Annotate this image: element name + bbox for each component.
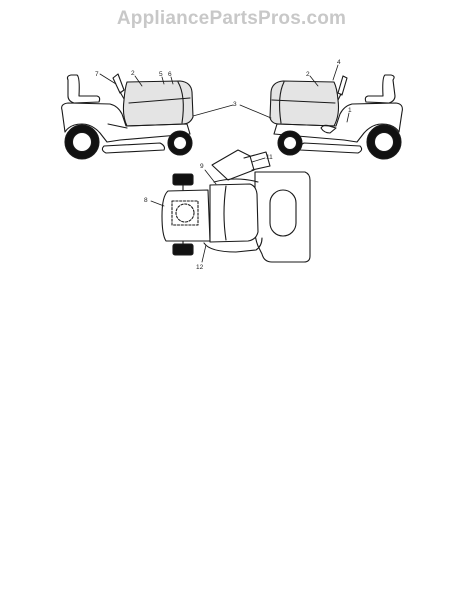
callout-4: 4 [337,59,341,66]
right-body [273,102,403,143]
callout-5: 5 [159,71,163,78]
callout-6: 6 [168,71,172,78]
callout-9: 9 [200,163,204,170]
callout-8: 8 [144,197,148,204]
leader-lines [99,64,350,263]
right-mower-deck [298,142,363,154]
callout-1: 1 [348,107,352,114]
right-seat [364,74,396,104]
top-seat [211,149,255,181]
callout-2-left: 2 [131,70,135,77]
callout-11: 11 [266,154,273,161]
top-front-tire-lower [172,243,194,256]
top-rear-body [254,171,311,263]
top-front-tire-upper [172,173,194,186]
top-rear-wheel [269,189,297,237]
top-decal-dashed [171,200,199,226]
top-hood [209,183,259,243]
callout-2-right: 2 [306,71,310,78]
left-steering-wheel [112,73,125,94]
callout-3: 3 [233,101,237,108]
left-body [61,102,191,143]
left-seat [66,74,101,104]
top-view-tractor [161,149,311,263]
watermark-text: AppliancePartsPros.com [116,8,347,29]
right-tractor [269,74,403,160]
left-tractor [61,73,194,160]
callout-labels: 7 2 5 6 3 2 4 1 9 8 11 12 [95,59,352,271]
top-front-grille [161,189,211,242]
callout-7: 7 [95,71,99,78]
callout-12: 12 [196,264,204,271]
right-steering-wheel [337,75,348,96]
left-mower-deck [101,142,166,154]
